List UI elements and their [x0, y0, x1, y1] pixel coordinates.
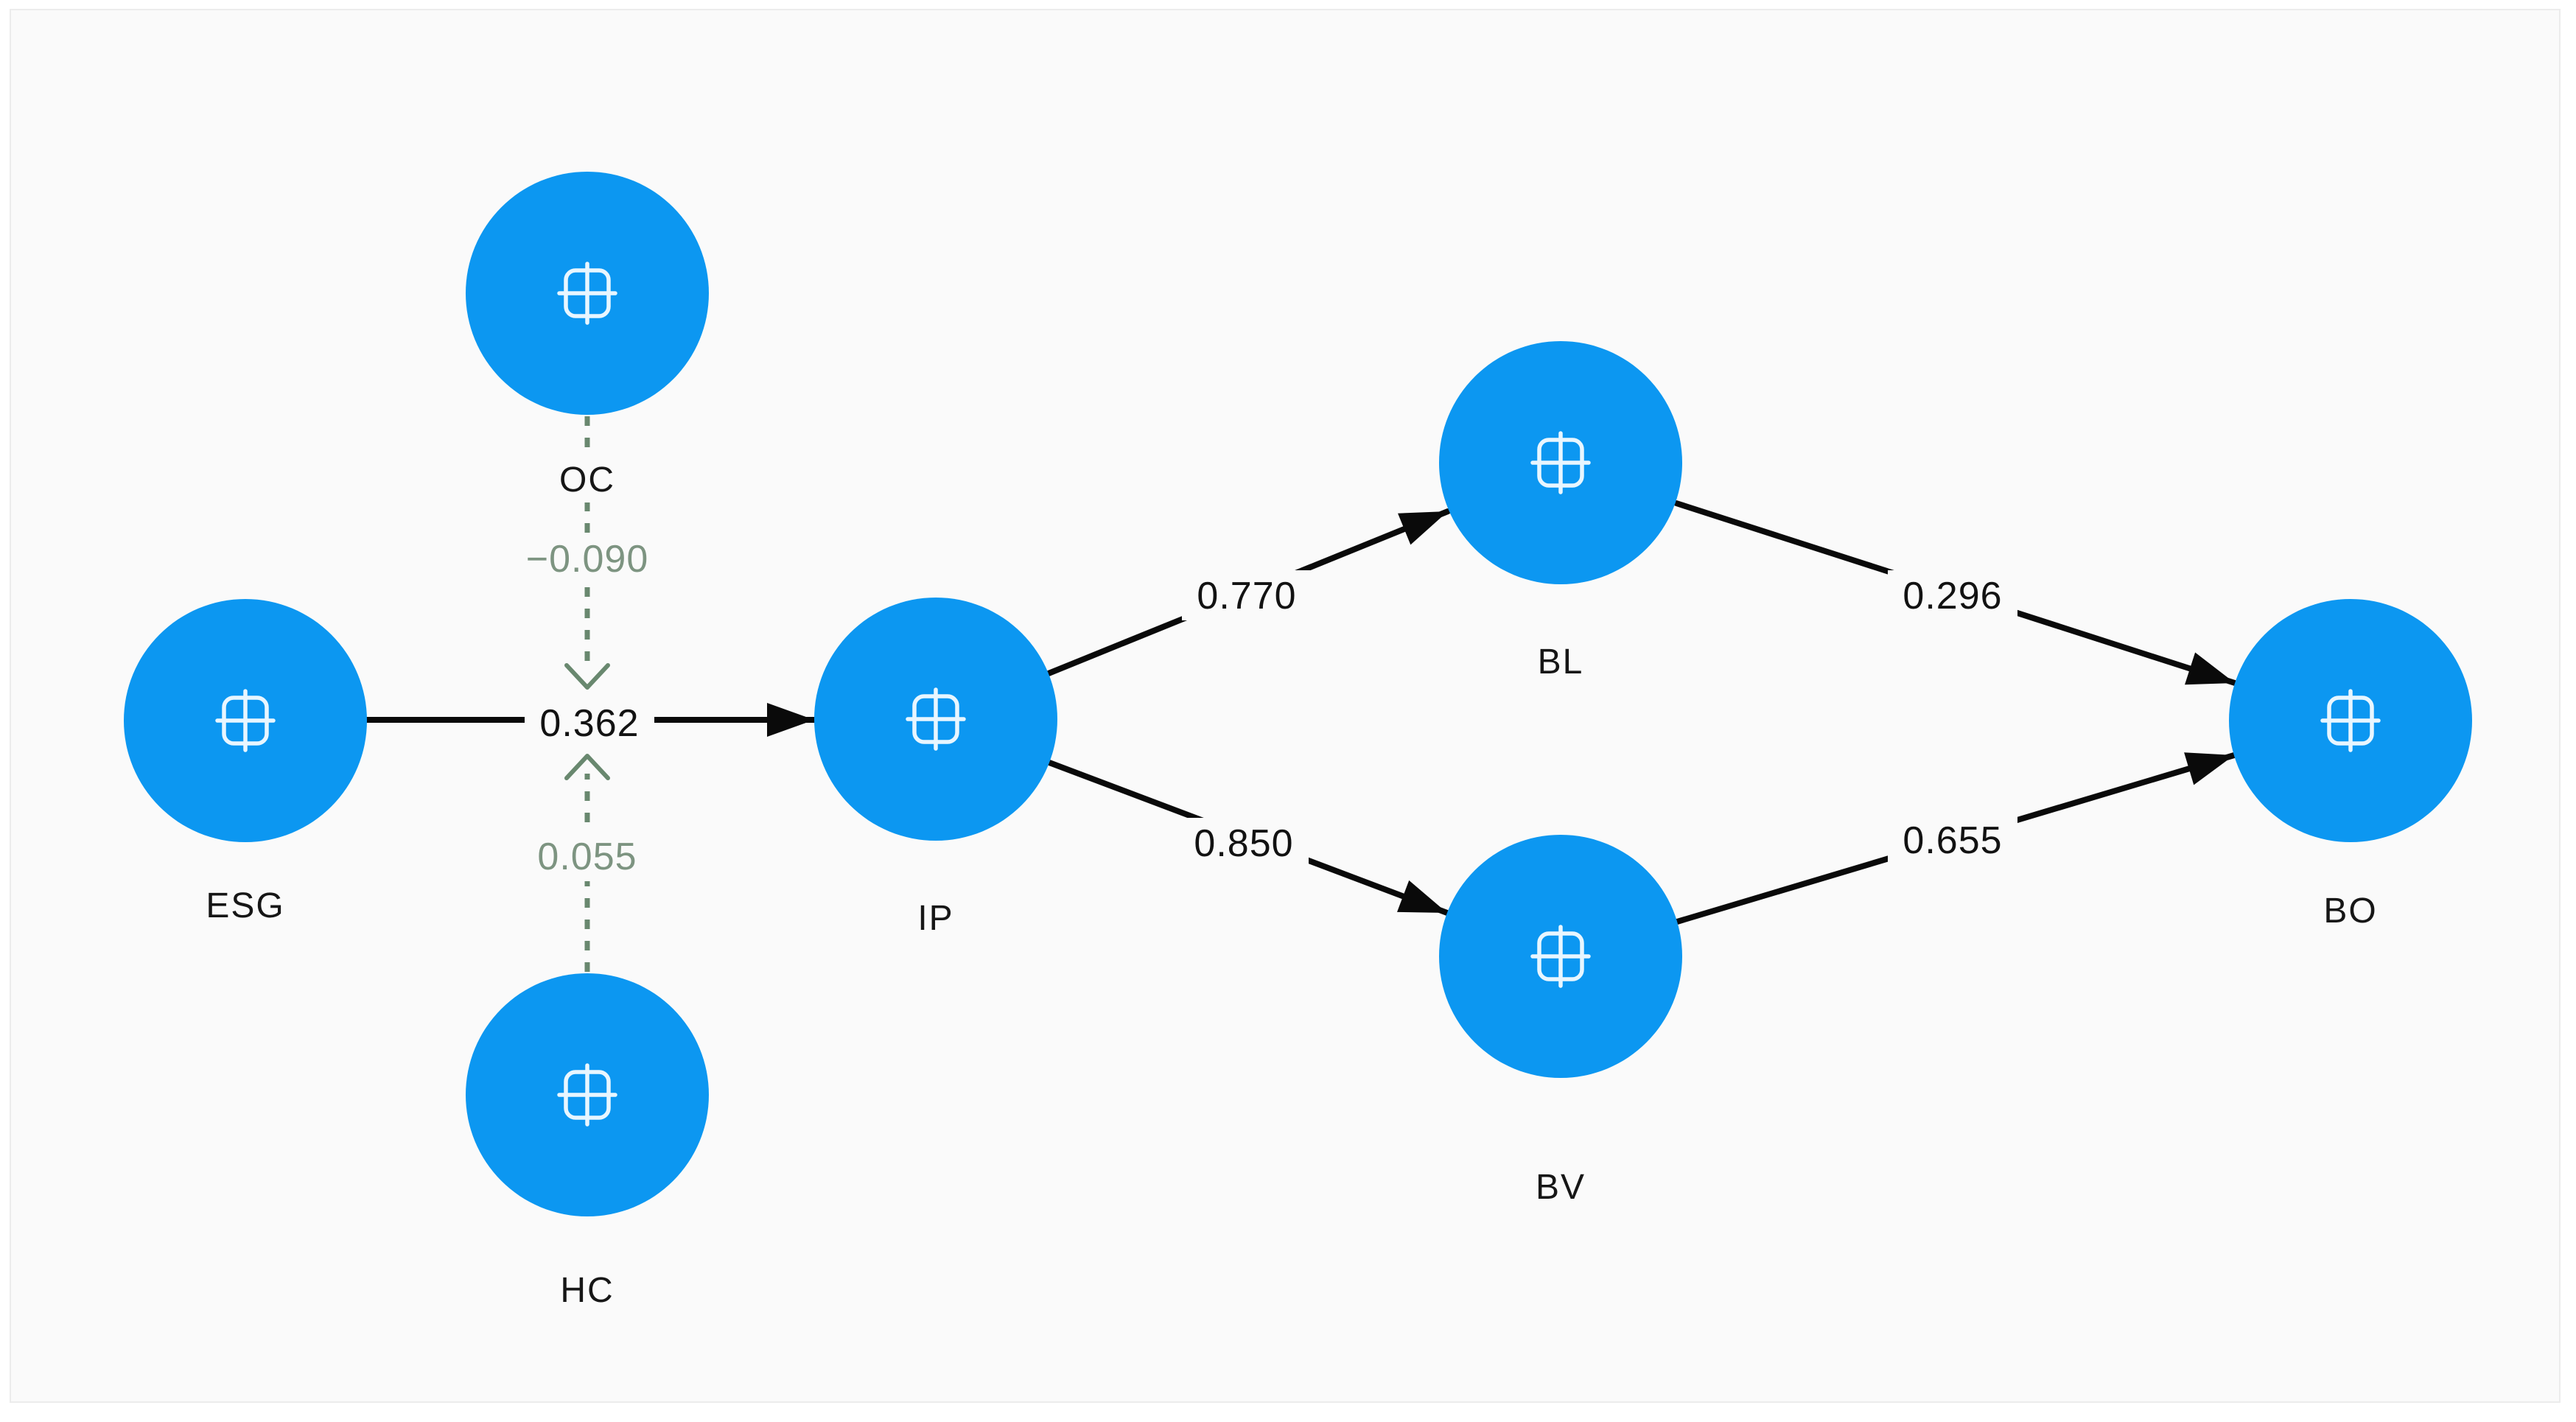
coef-bl-bo-group: 0.296: [1888, 570, 2017, 620]
open-arrowhead-down-icon: [564, 663, 610, 690]
node-label-hc-group: HC: [547, 1266, 628, 1313]
plus-expand-icon[interactable]: [557, 262, 617, 325]
node-label-bv: BV: [1536, 1168, 1586, 1207]
node-label-bl-group: BL: [1527, 637, 1594, 684]
coef-bv-bo: 0.655: [1903, 819, 2002, 862]
plus-expand-icon[interactable]: [906, 687, 966, 751]
node-label-bo: BO: [2323, 892, 2377, 931]
node-bo[interactable]: [2229, 599, 2472, 842]
coef-ip-bv: 0.850: [1194, 822, 1293, 865]
coef-ip-bv-group: 0.850: [1179, 818, 1309, 868]
plus-expand-icon[interactable]: [215, 689, 276, 752]
edge-oc-moderation[interactable]: [564, 416, 610, 690]
open-arrowhead-up-icon: [564, 754, 610, 780]
plus-expand-icon[interactable]: [1530, 925, 1591, 988]
node-label-bv-group: BV: [1525, 1163, 1596, 1210]
node-oc[interactable]: [466, 172, 709, 415]
node-bv[interactable]: [1439, 835, 1682, 1078]
node-label-bo-group: BO: [2311, 886, 2390, 934]
node-label-oc-group: OC: [547, 455, 628, 502]
node-esg[interactable]: [124, 599, 367, 842]
nodes: [124, 172, 2472, 1216]
coef-oc-moderation: −0.090: [526, 538, 649, 581]
coef-hc-moderation: 0.055: [537, 836, 637, 878]
labels: OC ESG HC IP BL BV BO 0.362: [190, 455, 2390, 1313]
coef-bv-bo-group: 0.655: [1888, 815, 2017, 865]
node-label-esg: ESG: [206, 886, 284, 925]
node-hc[interactable]: [466, 973, 709, 1216]
coef-esg-ip-group: 0.362: [525, 698, 654, 748]
coef-oc-moderation-group: −0.090: [511, 533, 664, 584]
node-ip[interactable]: [814, 598, 1057, 841]
node-label-esg-group: ESG: [190, 881, 301, 928]
edge-hc-moderation[interactable]: [564, 754, 610, 972]
node-label-ip-group: IP: [906, 894, 965, 941]
coef-hc-moderation-group: 0.055: [522, 831, 652, 881]
coef-ip-bl: 0.770: [1197, 575, 1296, 617]
node-bl[interactable]: [1439, 341, 1682, 584]
node-label-ip: IP: [917, 899, 953, 938]
node-label-oc: OC: [559, 460, 615, 500]
plus-expand-icon[interactable]: [557, 1063, 617, 1127]
node-label-hc: HC: [560, 1271, 614, 1310]
plus-expand-icon[interactable]: [1530, 431, 1591, 494]
coef-bl-bo: 0.296: [1903, 575, 2002, 617]
plus-expand-icon[interactable]: [2320, 689, 2381, 752]
coef-esg-ip: 0.362: [539, 702, 639, 745]
node-label-bl: BL: [1538, 642, 1584, 682]
canvas-surface[interactable]: [10, 9, 2561, 1403]
coef-ip-bl-group: 0.770: [1182, 570, 1312, 620]
